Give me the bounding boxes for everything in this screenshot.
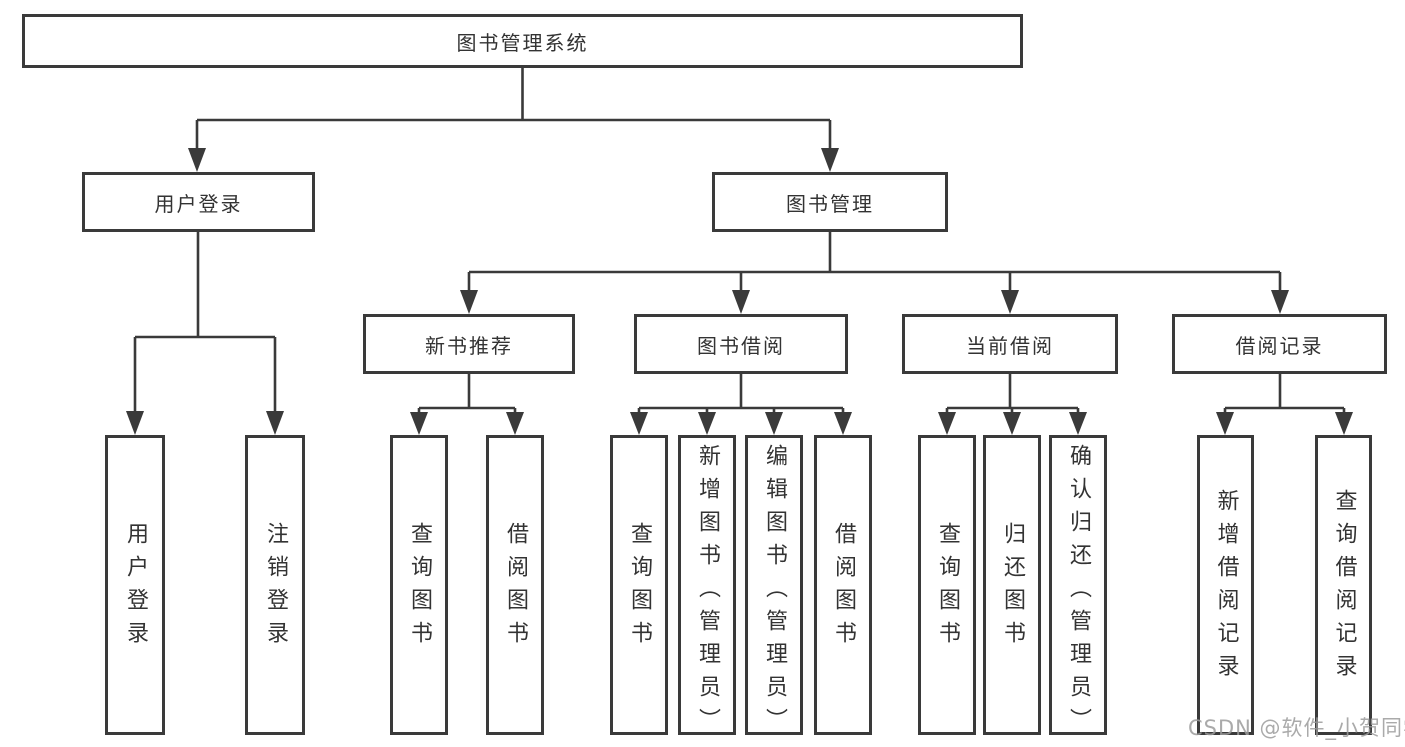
- leaf-borrow-books-recommendation: 借阅图书: [486, 435, 544, 735]
- connector-root-to-level2: [188, 68, 839, 172]
- node-current-borrowing: 当前借阅: [902, 314, 1118, 374]
- leaf-add-borrow-record: 新增借阅记录: [1197, 435, 1254, 735]
- node-new-book-recommendation: 新书推荐: [363, 314, 575, 374]
- node-borrowing-records: 借阅记录: [1172, 314, 1387, 374]
- leaf-user-login: 用户登录: [105, 435, 165, 735]
- connector-current-borrowing-to-leaves: [938, 374, 1087, 435]
- leaf-borrow-books-borrowing: 借阅图书: [814, 435, 872, 735]
- csdn-watermark: CSDN @软件_小贺同学: [1188, 716, 1405, 740]
- connector-book-management-to-level3: [460, 232, 1289, 314]
- connector-borrowing-records-to-leaves: [1216, 374, 1353, 435]
- connector-user-login-to-leaves: [126, 232, 284, 435]
- leaf-return-books: 归还图书: [983, 435, 1041, 735]
- node-book-borrowing: 图书借阅: [634, 314, 848, 374]
- leaf-logout: 注销登录: [245, 435, 305, 735]
- connector-new-book-recommendation-to-leaves: [410, 374, 524, 435]
- node-user-login: 用户登录: [82, 172, 315, 232]
- node-library-management-system: 图书管理系统: [22, 14, 1023, 68]
- connector-book-borrowing-to-leaves: [630, 374, 852, 435]
- leaf-query-books-recommendation: 查询图书: [390, 435, 448, 735]
- leaf-confirm-return-admin: 确认归还（管理员）: [1049, 435, 1107, 741]
- leaf-query-books-borrowing: 查询图书: [610, 435, 668, 735]
- leaf-query-borrow-record: 查询借阅记录: [1315, 435, 1372, 735]
- leaf-add-books-admin: 新增图书（管理员）: [678, 435, 736, 741]
- leaf-query-books-current: 查询图书: [918, 435, 976, 735]
- leaf-edit-books-admin: 编辑图书（管理员）: [745, 435, 803, 741]
- node-book-management: 图书管理: [712, 172, 948, 232]
